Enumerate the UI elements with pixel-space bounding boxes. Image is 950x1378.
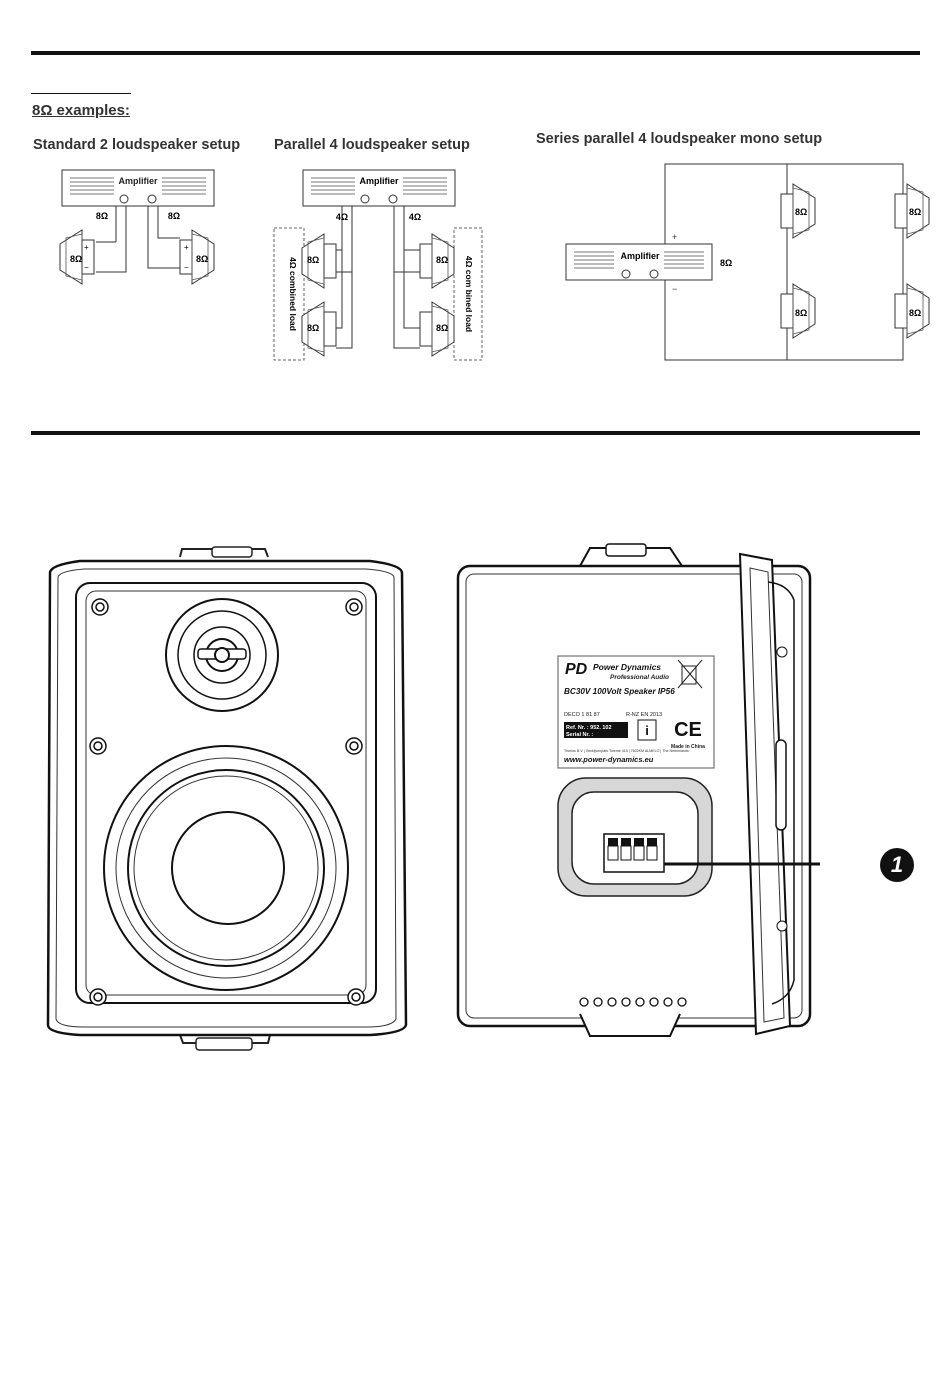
standard-speaker-left-ohm: 8Ω [70, 254, 82, 264]
section-title: 8Ω examples: [32, 102, 130, 119]
parallel-right-load: 4Ω com bined load [464, 256, 474, 332]
standard-setup-title: Standard 2 loudspeaker setup [33, 137, 241, 153]
svg-text:+: + [184, 243, 189, 252]
parallel-speaker-ohm-1: 8Ω [307, 255, 319, 265]
parallel-diagram: Amplifier 4Ω combined load 4Ω com bined … [273, 169, 483, 361]
section-title-overline [31, 93, 131, 94]
label-ref: Ref. Nr. : 952. 102 [566, 725, 612, 731]
label-model: BC30V 100Volt Speaker IP56 [564, 687, 675, 696]
svg-text:i: i [645, 723, 649, 738]
callout-number-badge: 1 [880, 848, 914, 882]
speaker-front-view [46, 546, 408, 1051]
middle-divider [31, 431, 920, 435]
svg-text:−: − [184, 263, 189, 272]
parallel-right-ohm: 4Ω [409, 212, 421, 222]
parallel-amp-label: Amplifier [359, 176, 399, 186]
series-speaker-ohm-3: 8Ω [909, 207, 921, 217]
standard-diagram: Amplifier 8Ω 8Ω 8Ω + − 8Ω + − [59, 169, 215, 285]
series-speaker-ohm-4: 8Ω [909, 308, 921, 318]
info-manual-icon: i [637, 719, 657, 741]
parallel-left-load: 4Ω combined load [288, 257, 298, 331]
svg-text:−: − [84, 263, 89, 272]
standard-right-ohm: 8Ω [168, 211, 180, 221]
standard-amp-label: Amplifier [118, 176, 158, 186]
weee-bin-icon [677, 659, 703, 689]
label-cert-1: DECO 1 81 87 [564, 712, 600, 718]
pd-logo-mark: PD [565, 661, 588, 678]
svg-text:+: + [672, 232, 677, 242]
standard-left-ohm: 8Ω [96, 211, 108, 221]
series-amp-ohm: 8Ω [720, 258, 732, 268]
svg-text:−: − [672, 284, 677, 294]
top-divider [31, 51, 920, 55]
label-brand-sub: Professional Audio [610, 674, 669, 681]
series-amp-label: Amplifier [620, 251, 660, 261]
standard-speaker-right-ohm: 8Ω [196, 254, 208, 264]
series-speaker-ohm-2: 8Ω [795, 308, 807, 318]
parallel-left-ohm: 4Ω [336, 212, 348, 222]
parallel-speaker-ohm-2: 8Ω [307, 323, 319, 333]
parallel-speaker-ohm-4: 8Ω [436, 323, 448, 333]
label-brand: Power Dynamics [593, 662, 661, 672]
speaker-back-view: PD Power Dynamics Professional Audio BC3… [456, 543, 820, 1037]
label-address: Tronios B.V. | Bedrijvenpark Twente 415 … [564, 749, 689, 753]
series-parallel-diagram: Amplifier 8Ω + − 8Ω 8Ω 8Ω 8Ω [565, 163, 930, 361]
parallel-speaker-ohm-3: 8Ω [436, 255, 448, 265]
series-speaker-ohm-1: 8Ω [795, 207, 807, 217]
series-parallel-setup-title: Series parallel 4 loudspeaker mono setup [536, 131, 823, 147]
parallel-setup-title: Parallel 4 loudspeaker setup [274, 137, 470, 153]
label-cert-2: R-NZ EN 2013 [626, 712, 662, 718]
svg-text:+: + [84, 243, 89, 252]
label-made-in: Made in China [671, 744, 705, 750]
wiring-diagrams: Amplifier 8Ω 8Ω 8Ω + − 8Ω + − Amplifier … [59, 163, 930, 361]
label-serial: Serial Nr. : [566, 732, 593, 738]
ce-mark: CE [674, 719, 702, 741]
label-website: www.power-dynamics.eu [564, 755, 654, 764]
